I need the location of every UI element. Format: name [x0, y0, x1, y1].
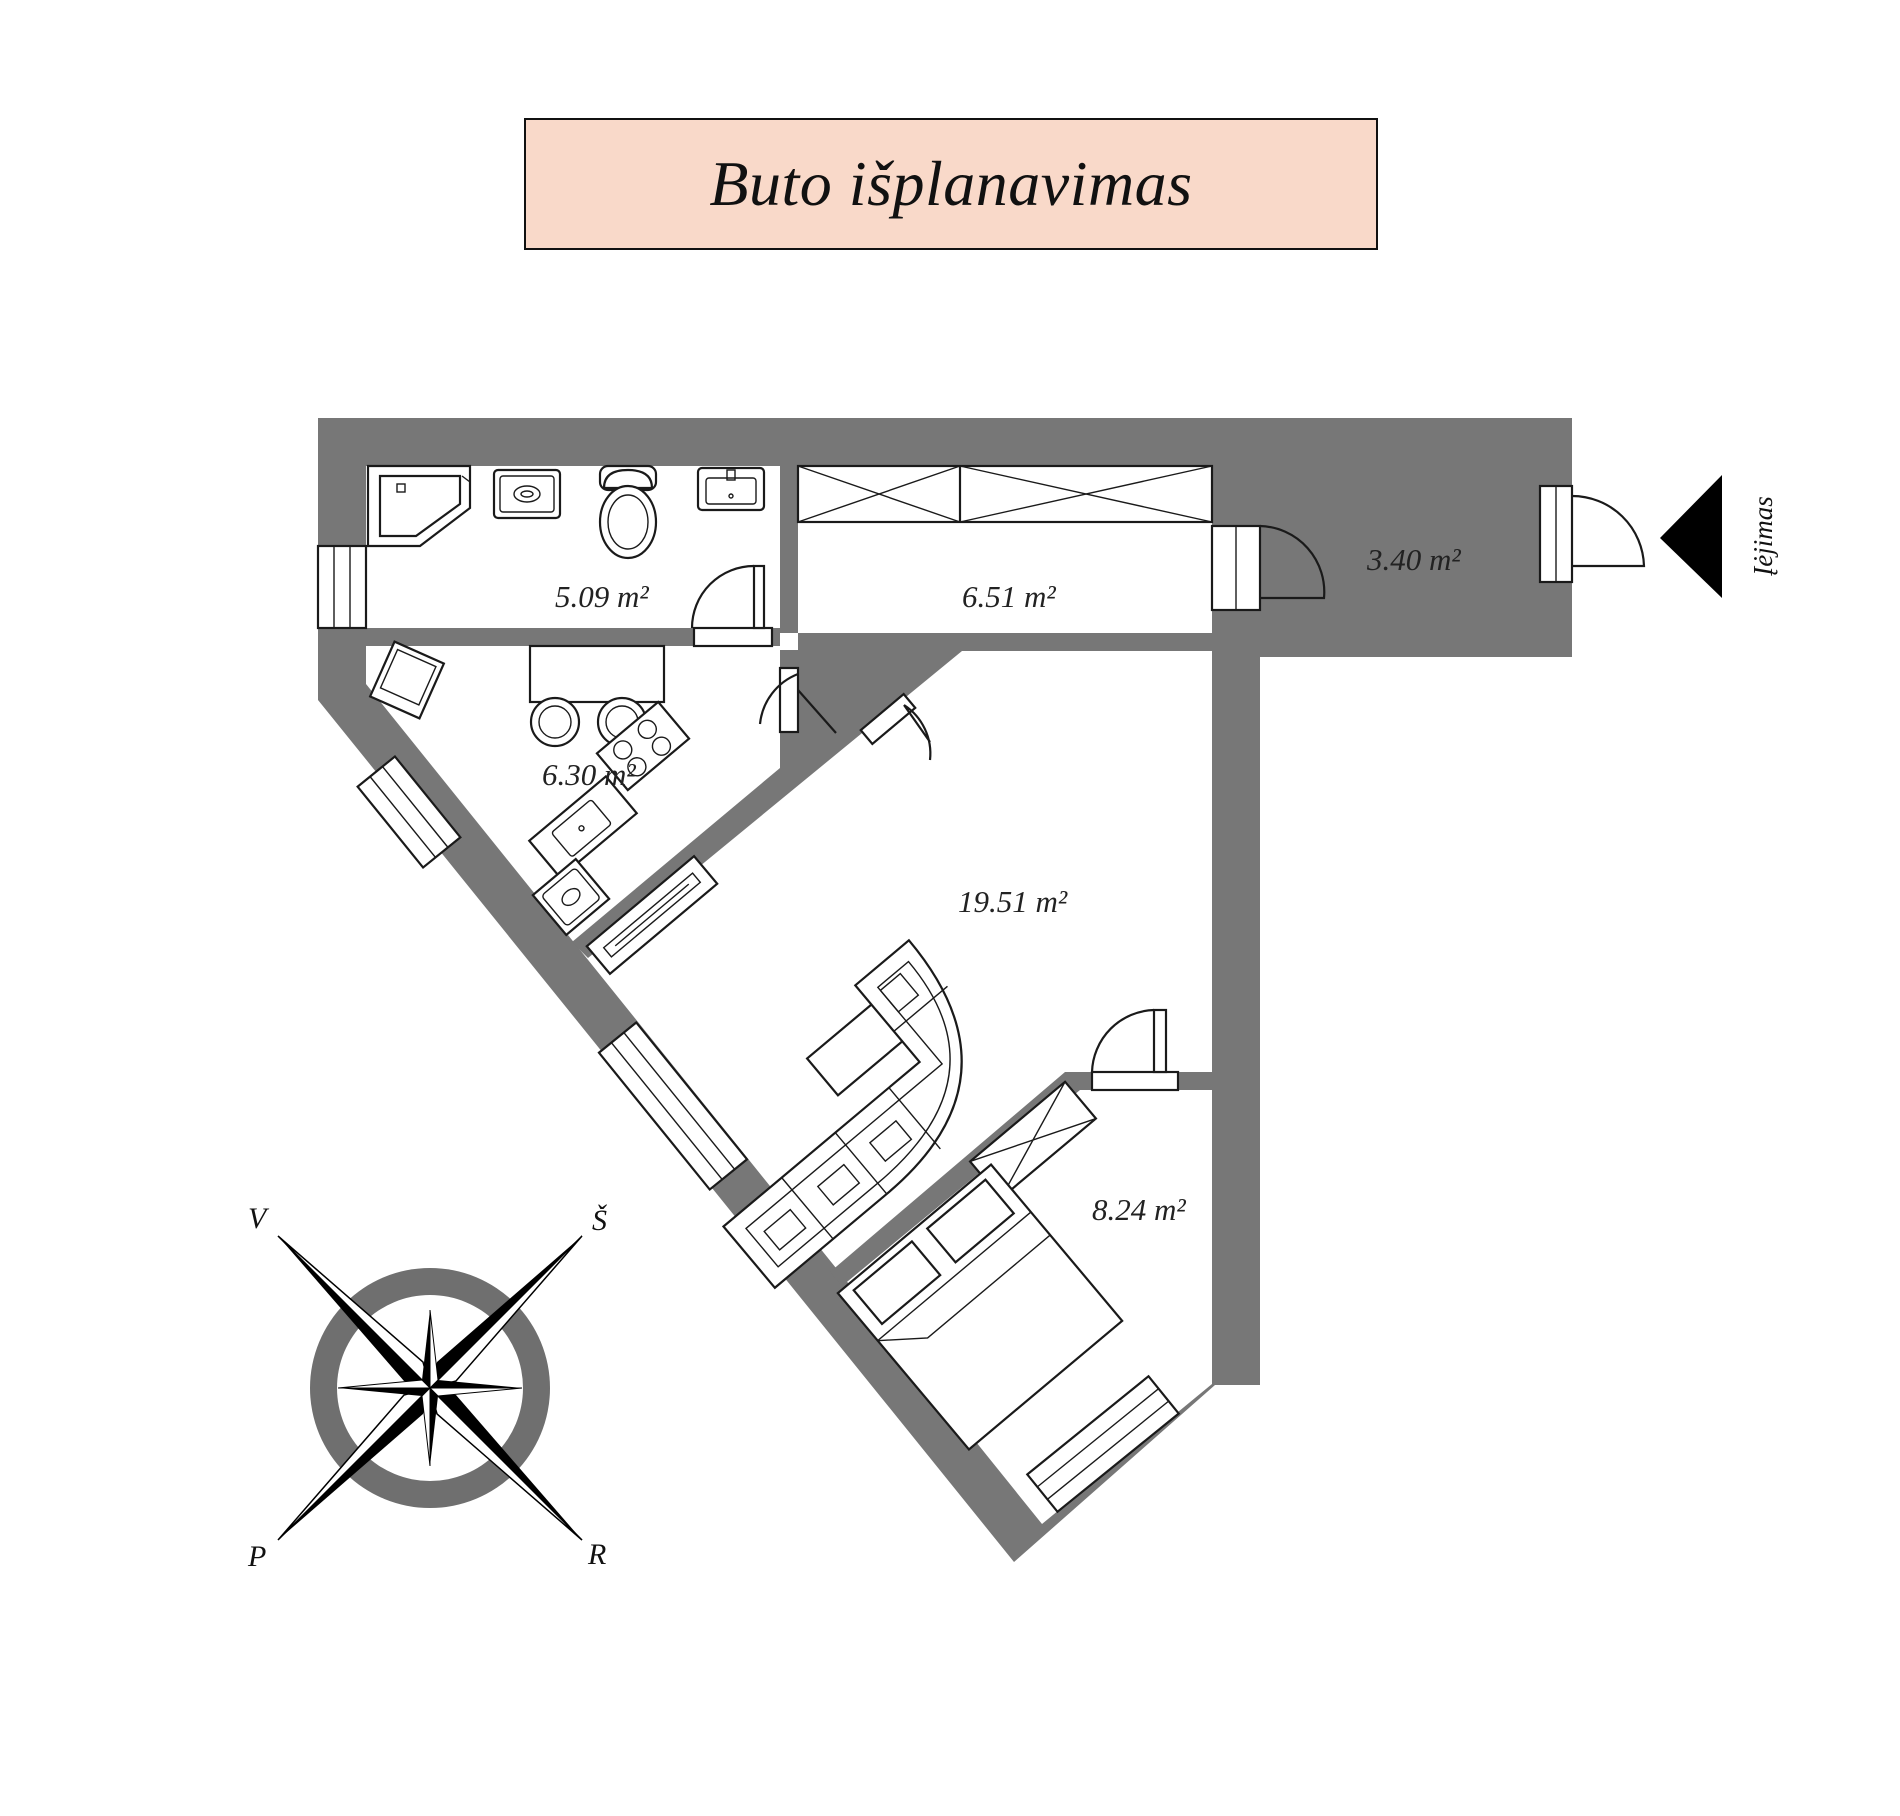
kitchen-sink-icon	[527, 774, 639, 880]
room-labels: 5.09 m² 6.51 m² 3.40 m² 6.30 m² 19.51 m²…	[542, 542, 1461, 1227]
toilet-icon	[598, 464, 658, 560]
window-living-room	[597, 1020, 749, 1192]
window-bathroom	[316, 544, 368, 630]
corner-sofa	[721, 938, 963, 1290]
windows	[316, 544, 1181, 1514]
window-bedroom	[1025, 1374, 1181, 1514]
doors	[690, 484, 1646, 1092]
area-hallway: 6.51 m²	[962, 579, 1056, 614]
area-bedroom: 8.24 m²	[1092, 1192, 1186, 1227]
page-title: Buto išplanavimas	[709, 148, 1193, 219]
tv-unit	[585, 854, 719, 976]
door-kitchen	[758, 666, 837, 734]
shower-icon	[366, 464, 472, 548]
door-hall-vestibule	[1210, 524, 1326, 612]
entrance-arrow-icon	[1660, 475, 1722, 598]
window-kitchen	[356, 754, 462, 870]
area-bathroom: 5.09 m²	[555, 579, 649, 614]
double-bed	[836, 1163, 1124, 1451]
exterior-wall	[318, 418, 1572, 1562]
door-entrance	[1538, 484, 1646, 584]
kitchen-counter	[595, 700, 691, 792]
living-room-furniture	[585, 854, 963, 1290]
bedroom-furniture	[836, 1080, 1124, 1451]
compass-p: P	[247, 1540, 266, 1573]
area-living-room: 19.51 m²	[958, 884, 1068, 919]
entrance-label: Įėjimas	[1748, 496, 1778, 576]
bathroom-fixtures	[366, 464, 766, 560]
kitchen-furniture	[368, 640, 691, 937]
armchair-icon	[368, 640, 446, 720]
walls	[318, 418, 1572, 1562]
washing-machine-icon	[492, 468, 562, 520]
door-hall-living	[859, 692, 932, 761]
compass-rose-icon: V Š P R	[247, 1202, 607, 1573]
door-bedroom	[1090, 1008, 1180, 1092]
area-vestibule: 3.40 m²	[1366, 542, 1461, 577]
entrance-marker: Įėjimas	[1660, 475, 1778, 598]
title-box: Buto išplanavimas	[524, 118, 1378, 250]
sink-icon	[696, 466, 766, 512]
hallway-wardrobes	[796, 464, 1214, 524]
compass-v: V	[248, 1202, 270, 1235]
door-bathroom	[690, 564, 774, 648]
compass-r: R	[587, 1538, 606, 1571]
compass-s: Š	[592, 1204, 607, 1237]
area-kitchen: 6.30 m²	[542, 757, 636, 792]
kitchen-appliance-icon	[531, 857, 611, 937]
